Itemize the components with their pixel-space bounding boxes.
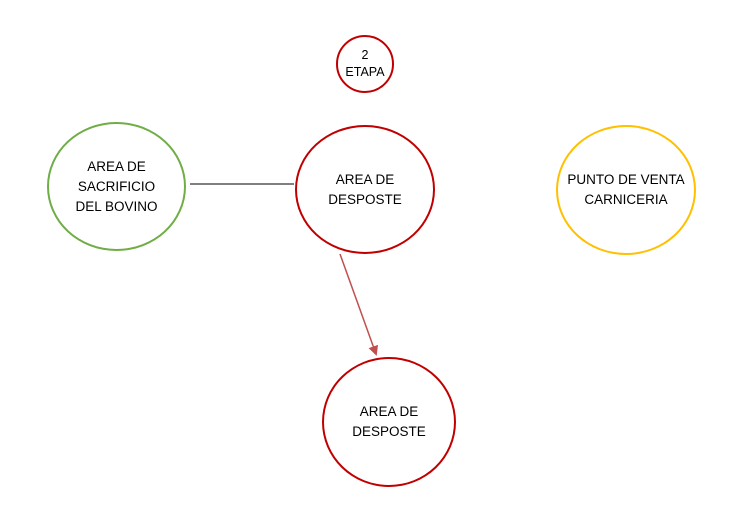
- node-punto-de-venta: PUNTO DE VENTA CARNICERIA: [556, 125, 696, 255]
- arrow-desposte-to-desposte: [339, 253, 378, 356]
- node-area-desposte-bottom: AREA DE DESPOSTE: [322, 357, 456, 487]
- stage-badge: 2 ETAPA: [336, 35, 394, 93]
- node-area-sacrificio: AREA DE SACRIFICIO DEL BOVINO: [47, 122, 186, 251]
- node-area-desposte-top: AREA DE DESPOSTE: [295, 125, 435, 254]
